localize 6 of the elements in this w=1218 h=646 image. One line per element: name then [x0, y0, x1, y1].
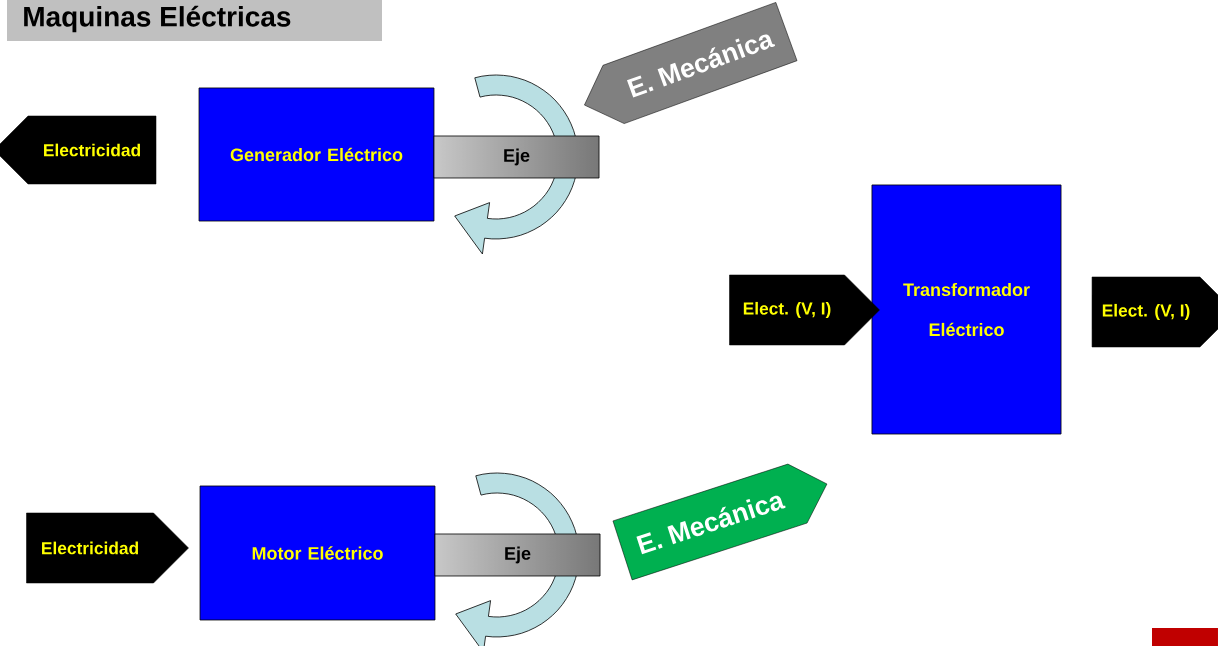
machine-box: Motor Eléctrico — [199, 485, 436, 621]
machine-box: Transformador Eléctrico — [871, 184, 1062, 435]
shaft: Eje — [433, 135, 600, 179]
machine-box: Generador Eléctrico — [198, 87, 435, 222]
shaft: Eje — [434, 533, 601, 577]
title: Maquinas Eléctricas — [24, 5, 291, 33]
